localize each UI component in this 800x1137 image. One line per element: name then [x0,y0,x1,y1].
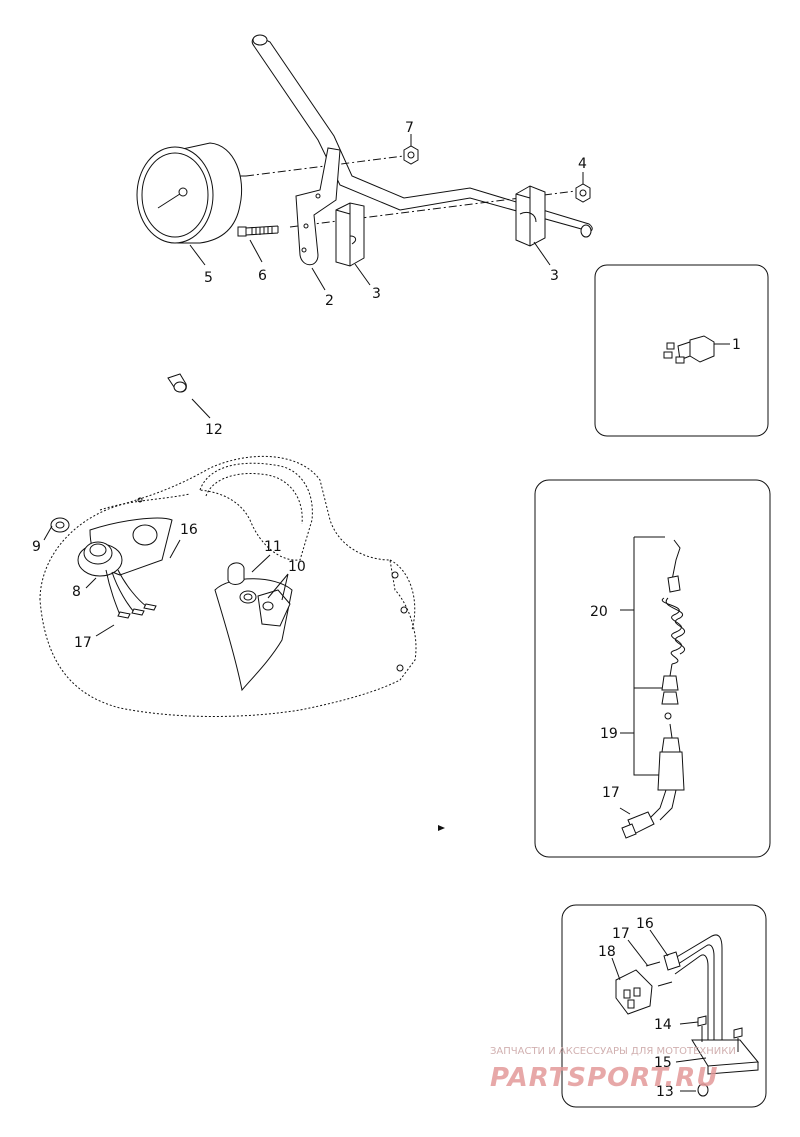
callout-1: 1 [732,337,741,353]
callout-5: 5 [204,270,213,286]
indicator-lamp [227,562,291,627]
coil [661,597,686,665]
inset-harness: 20 19 17 [534,479,771,858]
callout-16-fairing: 16 [180,522,198,538]
callout-18: 18 [598,944,616,960]
callout-6: 6 [258,268,267,284]
bolt [237,225,279,237]
callout-9: 9 [32,539,41,555]
fairing [39,455,417,717]
nut-4 [575,183,591,203]
inset-bracket: 16 17 18 14 15 13 [561,904,767,1108]
clamp-block-right [515,185,546,247]
callout-16-bracket: 16 [636,916,654,932]
callout-2: 2 [325,293,334,309]
callout-17-bracket: 17 [612,926,630,942]
bulb: 12 [167,373,223,438]
callout-3-right: 3 [550,268,559,284]
bracket [295,147,341,266]
watermark-brand: PARTSPORT.RU [490,1063,718,1093]
callout-11: 11 [264,539,282,555]
watermark-caption: ЗАПЧАСТИ И АКСЕССУАРЫ ДЛЯ МОТОТЕХНИКИ [490,1046,736,1057]
callout-3-left: 3 [372,286,381,302]
arrow-marker [438,825,445,831]
callout-20: 20 [590,604,608,620]
watermark: ЗАПЧАСТИ И АКСЕССУАРЫ ДЛЯ МОТОТЕХНИКИ PA… [490,1046,736,1093]
inset-switch: 1 [594,264,769,437]
callout-13: 13 [656,1084,674,1100]
callout-17-fairing: 17 [74,635,92,651]
callout-15: 15 [654,1055,672,1071]
callout-8: 8 [72,584,81,600]
key-switch [77,541,157,619]
clamp-block-left [335,202,365,267]
callout-14: 14 [654,1017,672,1033]
handlebar [251,34,593,238]
gauge [136,142,246,244]
callout-7: 7 [405,120,414,136]
callout-12: 12 [205,422,223,438]
grommet [50,517,70,533]
callout-4: 4 [578,156,587,172]
callout-17-harness: 17 [602,785,620,801]
callout-10: 10 [288,559,306,575]
callout-19: 19 [600,726,618,742]
nut-7 [403,145,419,165]
